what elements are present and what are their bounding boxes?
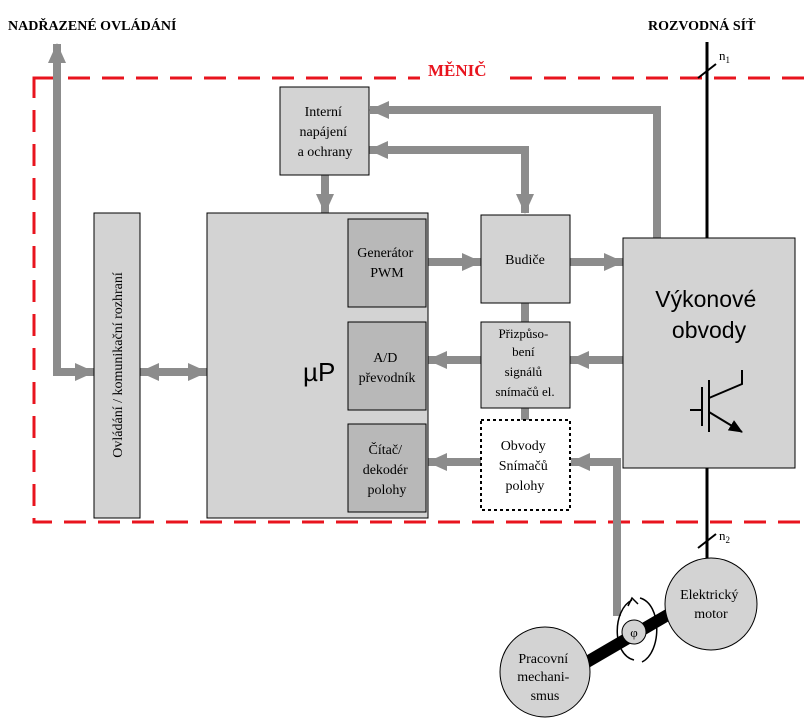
title-grid: ROZVODNÁ SÍŤ: [648, 17, 756, 34]
arrow-shaft-to-sensors: [570, 453, 621, 616]
working-mechanism-label: Pracovní mechani- smus: [517, 652, 573, 704]
n1-label: n1: [719, 48, 730, 65]
pwm-generator-label: Generátor PWM: [357, 246, 416, 281]
signal-adaptation-label: Přizpůso- bení signálů snímačů el.: [495, 326, 554, 399]
working-mechanism: [499, 626, 591, 718]
internal-power-block: [279, 86, 370, 176]
arrow-power-circuits-to-power-supply: [369, 101, 661, 238]
position-counter-block: [347, 423, 427, 513]
n2-tick: [697, 533, 717, 549]
control-interface-block: [93, 212, 141, 519]
internal-power-label: Interní napájení a ochrany: [298, 105, 353, 160]
drivers-label: Budiče: [505, 253, 545, 268]
igbt-icon: [690, 370, 743, 433]
position-sensors-label: Obvody Snímačů polohy: [499, 439, 552, 494]
electric-motor-label: Elektrický motor: [680, 588, 742, 622]
shaft-angle-symbol: φ: [630, 625, 638, 640]
control-interface-label: Ovládání / komunikační rozhraní: [111, 272, 126, 458]
drivers-block: [480, 214, 571, 304]
electric-motor: [664, 557, 758, 651]
n2-label: n2: [719, 528, 730, 545]
arrow-interface-to-superior: [48, 43, 94, 376]
shaft-angle-sensor: [621, 619, 647, 645]
rotation-arrow-icon: [616, 596, 658, 663]
position-counter-label: Čítač/ dekodér polohy: [363, 441, 412, 498]
adc-label: A/D převodník: [359, 351, 416, 386]
converter-label: MĚNIČ: [428, 61, 487, 80]
arrow-power-supply-to-drivers: [400, 146, 534, 214]
adc-block: [347, 321, 427, 411]
pwm-generator-block: [347, 218, 427, 308]
power-circuits-label: Výkonové obvody: [655, 286, 762, 343]
position-sensors-block: [480, 419, 571, 511]
microprocessor-label: µP: [303, 357, 335, 387]
title-superior-control: NADŘAZENÉ OVLÁDÁNÍ: [8, 17, 176, 34]
n1-tick: [697, 63, 717, 79]
signal-adaptation-block: [480, 321, 571, 409]
power-circuits-block: [622, 237, 796, 469]
